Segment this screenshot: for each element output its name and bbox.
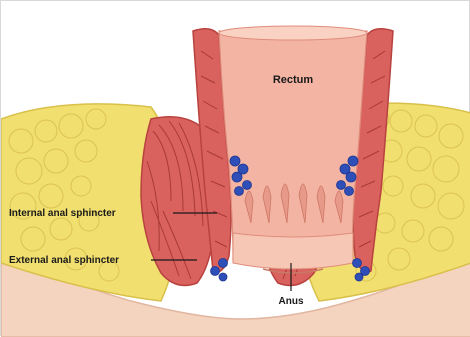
label-anus: Anus <box>279 296 304 307</box>
rectum-lumen <box>219 31 367 267</box>
anal-canal <box>233 233 353 269</box>
label-external-anal-sphincter: External anal sphincter <box>9 255 119 266</box>
rectum-opening <box>219 26 367 40</box>
label-internal-anal-sphincter: Internal anal sphincter <box>9 208 116 219</box>
label-rectum: Rectum <box>273 74 314 86</box>
